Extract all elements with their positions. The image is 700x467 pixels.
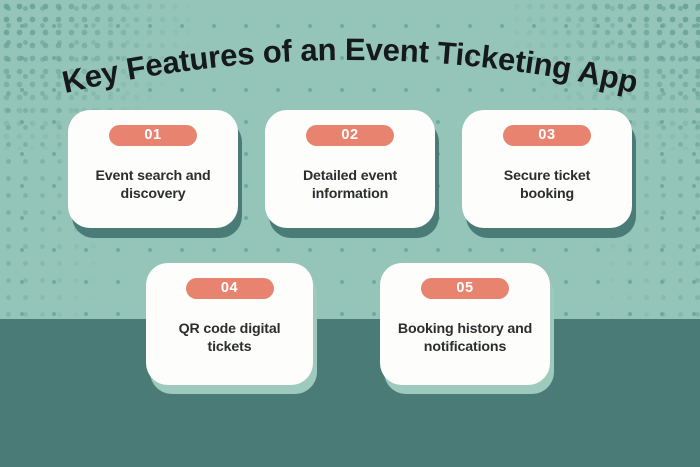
feature-card-01[interactable]: 01 Event search and discovery: [68, 110, 238, 228]
feature-title-03: Secure ticket booking: [503, 168, 591, 202]
feature-badge-04: 04: [185, 278, 274, 299]
feature-title-01: Event search and discovery: [95, 168, 211, 202]
background-band-bottom: [0, 319, 700, 467]
page-title-label: Key Features of an Event Ticketing App: [59, 32, 641, 100]
feature-badge-01: 01: [109, 125, 197, 146]
page-title: Key Features of an Event Ticketing App: [0, 26, 700, 106]
feature-card-04[interactable]: 04 QR code digital tickets: [146, 263, 313, 385]
feature-badge-05: 05: [421, 278, 509, 299]
feature-card-03[interactable]: 03 Secure ticket booking: [462, 110, 632, 228]
feature-title-04: QR code digital tickets: [178, 321, 281, 355]
feature-card-02[interactable]: 02 Detailed event information: [265, 110, 435, 228]
feature-badge-03: 03: [503, 125, 591, 146]
feature-card-05[interactable]: 05 Booking history and notifications: [380, 263, 550, 385]
feature-badge-02: 02: [306, 125, 394, 146]
feature-title-05: Booking history and notifications: [397, 321, 533, 355]
page-title-text-path: Key Features of an Event Ticketing App: [59, 32, 641, 100]
feature-title-02: Detailed event information: [302, 168, 398, 202]
